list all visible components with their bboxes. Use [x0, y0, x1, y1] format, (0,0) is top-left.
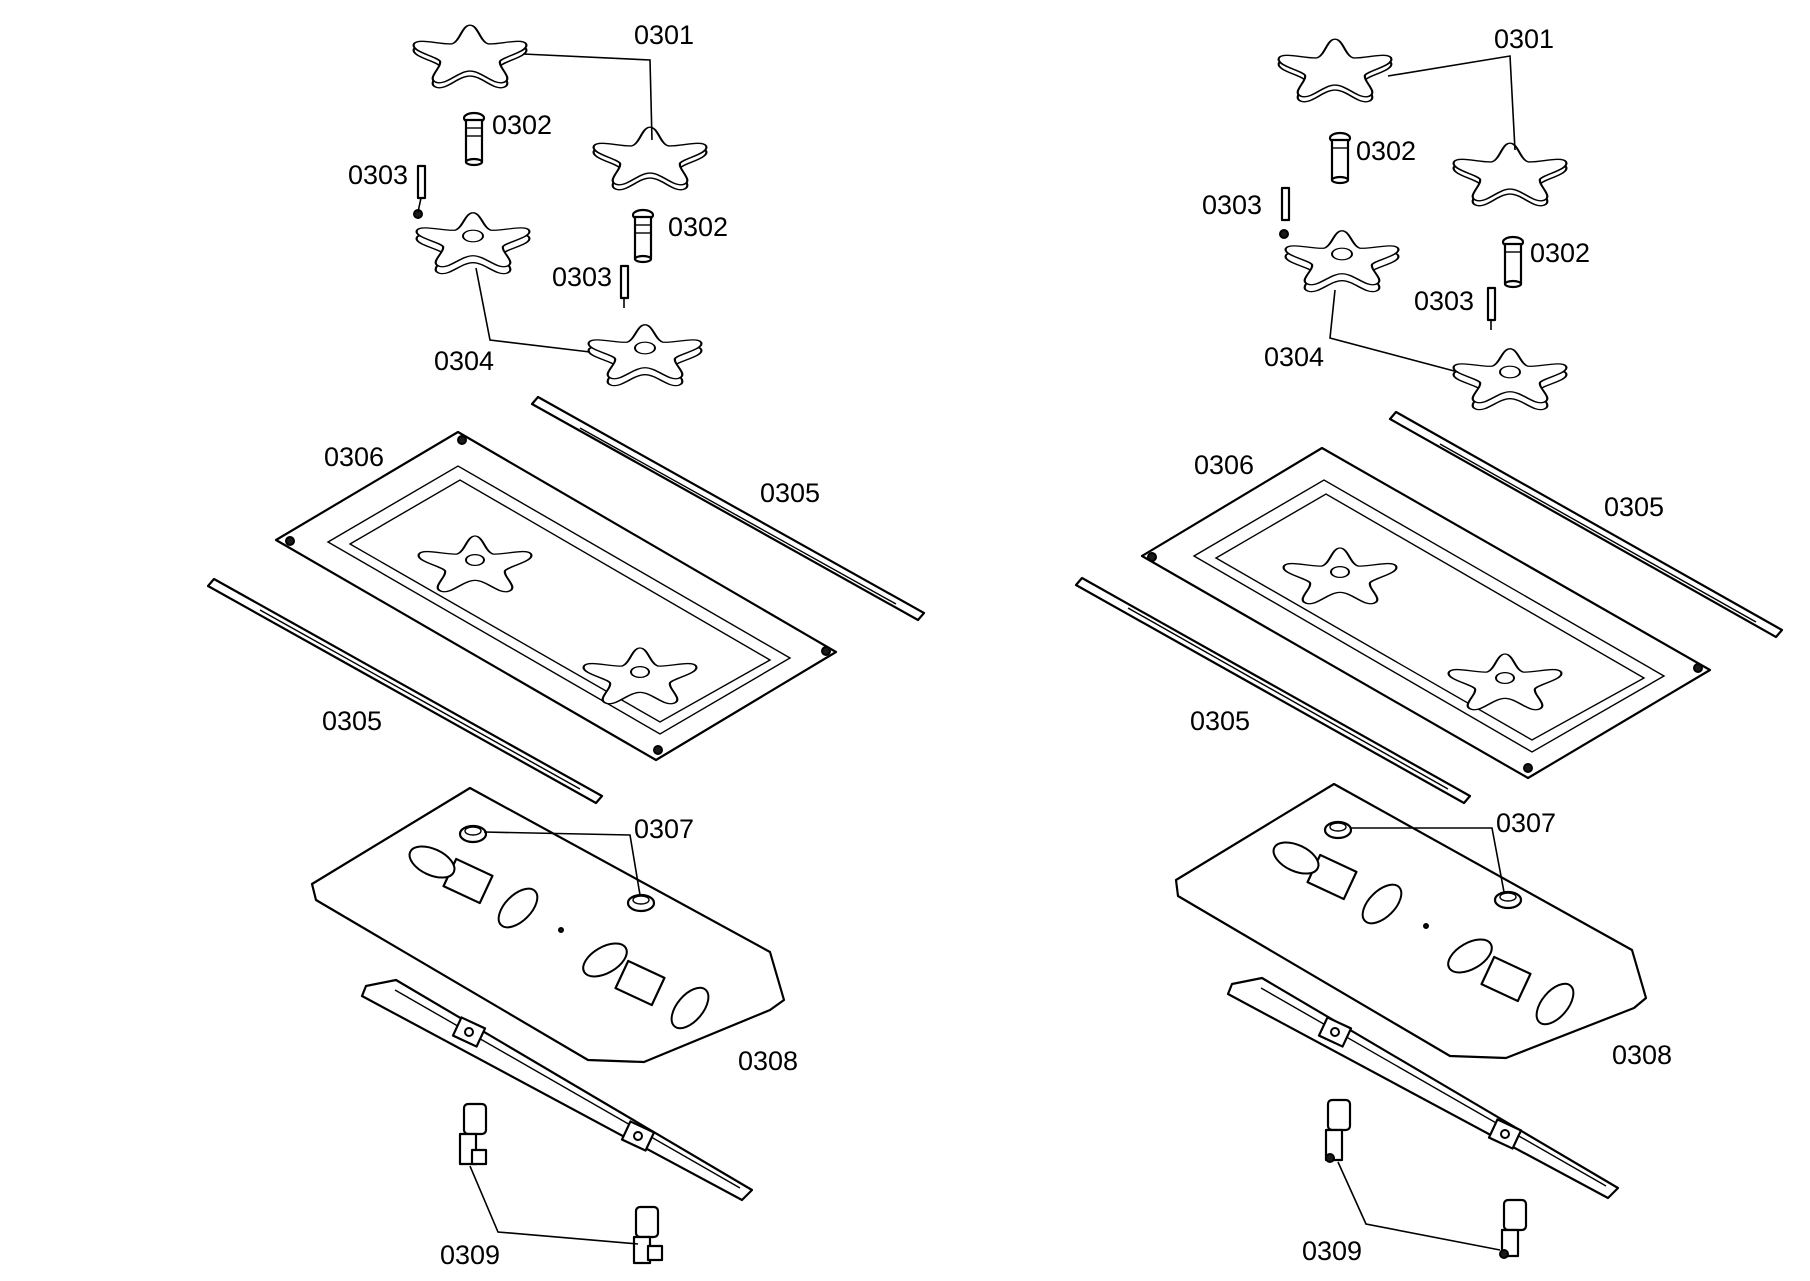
label-0307-right: 0307 — [1496, 808, 1556, 838]
label-0302-left-2: 0302 — [668, 212, 728, 242]
right-leader-0304 — [1329, 289, 1459, 373]
right-support-plate — [1174, 782, 1648, 1060]
left-burner-crown-2 — [587, 323, 703, 387]
left-leader-0301 — [522, 53, 653, 141]
right-leader-0301 — [1387, 55, 1516, 151]
label-0307-left: 0307 — [634, 814, 694, 844]
right-valve-1 — [1324, 1098, 1352, 1163]
left-valve-1 — [458, 1102, 488, 1166]
right-burner-cap-2 — [1452, 142, 1568, 207]
right-igniter-2 — [1486, 286, 1497, 330]
left-nozzle-2 — [631, 208, 655, 264]
right-nozzle-2 — [1501, 235, 1525, 289]
label-0306-right: 0306 — [1194, 450, 1254, 480]
left-assembly — [206, 24, 926, 1265]
right-burner-cap-1 — [1277, 38, 1393, 103]
label-0309-left: 0309 — [440, 1240, 500, 1270]
left-igniter-1 — [413, 164, 427, 219]
left-hob-tray — [274, 430, 838, 762]
label-0305-left-1: 0305 — [760, 478, 820, 508]
label-0309-right: 0309 — [1302, 1236, 1362, 1266]
label-0308-right: 0308 — [1612, 1040, 1672, 1070]
left-burner-cap-1 — [412, 24, 528, 89]
label-0304-left: 0304 — [434, 346, 494, 376]
left-bracket-rail — [360, 978, 754, 1202]
left-leader-0304 — [475, 267, 591, 353]
left-grommet-1 — [458, 824, 488, 844]
label-0308-left: 0308 — [738, 1046, 798, 1076]
label-0303-left-2: 0303 — [552, 262, 612, 292]
left-support-plate — [310, 786, 786, 1064]
left-grommet-2 — [626, 893, 656, 913]
label-0301-right: 0301 — [1494, 24, 1554, 54]
label-0303-right-2: 0303 — [1414, 286, 1474, 316]
left-valve-2 — [632, 1205, 664, 1265]
right-grommet-1 — [1323, 820, 1353, 840]
label-0304-right: 0304 — [1264, 342, 1324, 372]
label-0303-left-1: 0303 — [348, 160, 408, 190]
right-nozzle-1 — [1328, 131, 1352, 185]
right-leader-0307 — [1350, 827, 1505, 893]
left-nozzle-1 — [462, 111, 486, 167]
right-burner-crown-2 — [1452, 347, 1568, 411]
left-labels: 0301 0302 0302 0303 0303 0304 0305 0305 … — [322, 20, 820, 1270]
right-labels: 0301 0302 0302 0303 0303 0304 0305 0305 … — [1190, 24, 1672, 1266]
right-valve-2 — [1499, 1198, 1528, 1259]
right-leader-0309 — [1337, 1161, 1501, 1251]
label-0306-left: 0306 — [324, 442, 384, 472]
right-burner-crown-1 — [1284, 229, 1400, 293]
label-0302-right-1: 0302 — [1356, 136, 1416, 166]
left-leader-0309 — [469, 1165, 639, 1245]
left-burner-cap-2 — [592, 126, 708, 191]
right-bracket-rail — [1226, 976, 1620, 1200]
left-igniter-2 — [619, 264, 630, 308]
label-0305-left-2: 0305 — [322, 706, 382, 736]
right-igniter-1 — [1279, 186, 1291, 239]
right-side-strip-bottom — [1074, 576, 1472, 805]
label-0302-left-1: 0302 — [492, 110, 552, 140]
label-0305-right-2: 0305 — [1190, 706, 1250, 736]
left-side-strip-bottom — [206, 577, 604, 805]
left-leader-0307 — [483, 831, 641, 896]
left-burner-crown-1 — [415, 211, 531, 275]
right-assembly — [1074, 38, 1784, 1259]
label-0305-right-1: 0305 — [1604, 492, 1664, 522]
label-0303-right-1: 0303 — [1202, 190, 1262, 220]
left-side-strip-top — [530, 395, 926, 622]
label-0302-right-2: 0302 — [1530, 238, 1590, 268]
right-hob-tray — [1140, 446, 1712, 780]
right-grommet-2 — [1493, 890, 1523, 910]
right-side-strip-top — [1388, 410, 1784, 639]
label-0301-left: 0301 — [634, 20, 694, 50]
